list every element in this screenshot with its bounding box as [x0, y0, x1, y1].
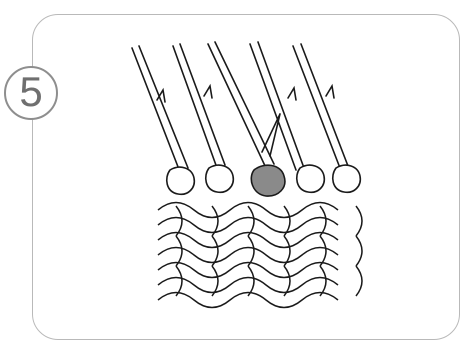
needle-5: [293, 44, 348, 168]
step-number: 5: [19, 71, 42, 113]
knit-fabric-icon: [155, 202, 365, 310]
needle-loops: [167, 165, 361, 196]
highlighted-loop: [251, 165, 285, 196]
needles-icon: [132, 42, 348, 172]
step-badge: 5: [4, 66, 58, 120]
